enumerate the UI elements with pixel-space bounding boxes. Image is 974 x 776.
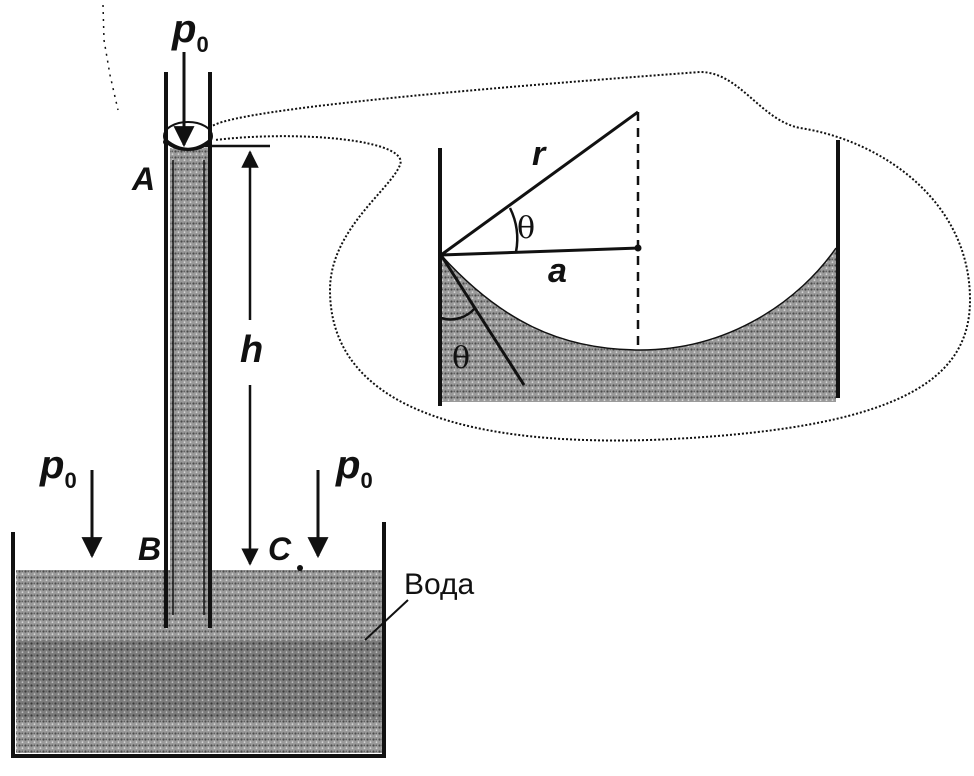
- capillary-tube: [163, 72, 213, 628]
- magnify-callout-outline: [209, 70, 972, 442]
- point-c-marker: [297, 565, 303, 571]
- zoomed-meniscus-curve: [440, 247, 837, 351]
- point-c-label: C: [268, 531, 292, 567]
- water-label: Вода: [404, 568, 475, 601]
- half-width-label: a: [548, 252, 567, 290]
- water-pointer-line: [364, 599, 409, 641]
- height-label: h: [240, 329, 263, 371]
- point-b-label: B: [138, 531, 161, 567]
- water-dark-band: [16, 640, 382, 720]
- radius-line: [440, 110, 639, 257]
- pressure-top-label: p0: [171, 7, 209, 57]
- angle-arc-wall: [440, 307, 476, 321]
- half-width-line: [440, 246, 639, 257]
- radius-label: r: [532, 135, 547, 173]
- angle-arc-top: [508, 207, 519, 253]
- zoomed-water: [441, 248, 836, 402]
- point-a-label: A: [131, 161, 155, 197]
- tube-water-column: [170, 148, 208, 628]
- guide-dotted-line: [102, 4, 119, 111]
- pressure-right-label: p0: [335, 443, 373, 493]
- meniscus-magnify-circle: [163, 121, 213, 151]
- tangent-line: [439, 254, 526, 386]
- contact-angle-wall-label: θ: [452, 341, 470, 376]
- zoomed-tube: [438, 110, 840, 406]
- vessel-wall: [11, 522, 386, 758]
- contact-angle-top-label: θ: [517, 211, 535, 246]
- point-a-marker: [163, 139, 169, 145]
- center-dot: [634, 244, 642, 252]
- height-dimension: [205, 144, 270, 566]
- pressure-left-label: p0: [39, 443, 77, 493]
